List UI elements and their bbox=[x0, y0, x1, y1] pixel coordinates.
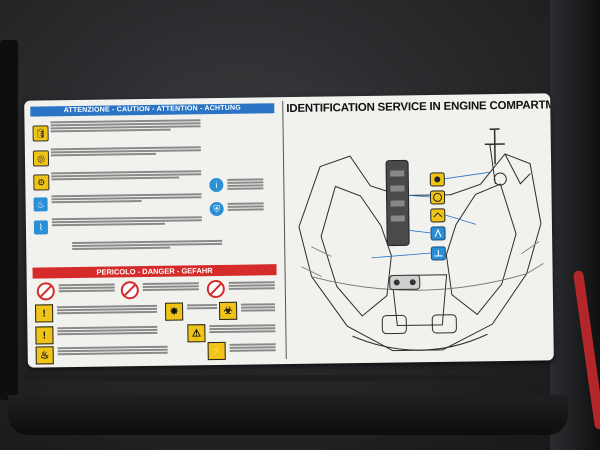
caution-row-washer: ⌇ bbox=[32, 214, 207, 240]
danger-text bbox=[187, 303, 218, 310]
caution-text bbox=[50, 145, 201, 157]
danger-text bbox=[57, 345, 168, 357]
danger-text bbox=[58, 282, 115, 293]
coolant-service-point-icon bbox=[430, 226, 446, 241]
corrosive-icon: ☣ bbox=[218, 301, 238, 320]
caution-text bbox=[51, 215, 202, 227]
gear-service-point-icon bbox=[430, 208, 446, 223]
caution-row-oil: 🛢 bbox=[30, 117, 205, 147]
no-flame-icon bbox=[36, 282, 55, 301]
danger-text bbox=[228, 280, 275, 291]
identification-title: IDENTIFICATION SERVICE IN ENGINE COMPART… bbox=[286, 98, 554, 116]
warning-icon: ! bbox=[35, 304, 54, 323]
battery-component bbox=[389, 274, 421, 291]
high-voltage-icon: ⚡ bbox=[207, 341, 226, 361]
cover-rib bbox=[0, 40, 18, 400]
danger-text bbox=[57, 325, 158, 336]
cover-ridge bbox=[20, 375, 540, 381]
no-smoking-icon bbox=[206, 279, 225, 299]
no-children-icon bbox=[120, 281, 139, 300]
danger-banner: PERICOLO - DANGER - GEFAHR bbox=[32, 264, 277, 279]
gear-icon: ⚙ bbox=[33, 174, 50, 191]
engine-component bbox=[385, 159, 410, 247]
section-divider bbox=[282, 101, 287, 360]
coolant-icon: ♨ bbox=[33, 197, 48, 212]
hot-surface-icon: ♨ bbox=[35, 346, 54, 365]
washer-service-point-icon bbox=[430, 246, 446, 261]
caution-text bbox=[51, 192, 202, 204]
oil-can-icon: 🛢 bbox=[32, 125, 49, 142]
engine-compartment-label: ATTENZIONE - CAUTION - ATTENTION - ACHTU… bbox=[24, 93, 554, 368]
steering-wheel-icon: ◎ bbox=[32, 150, 50, 167]
caution-side-text bbox=[227, 177, 264, 191]
danger-text bbox=[209, 323, 276, 334]
danger-text bbox=[142, 281, 199, 292]
danger-text bbox=[229, 342, 276, 353]
caution-text bbox=[72, 239, 223, 251]
info-icon: i bbox=[209, 177, 224, 193]
caution-text bbox=[50, 118, 201, 133]
safety-section: ATTENZIONE - CAUTION - ATTENTION - ACHTU… bbox=[28, 101, 282, 365]
washer-fluid-icon: ⌇ bbox=[33, 220, 49, 235]
caution-row-info bbox=[32, 238, 223, 264]
caution-text bbox=[51, 169, 202, 181]
caution-side-text bbox=[227, 201, 264, 212]
danger-text bbox=[57, 304, 158, 315]
cover-edge bbox=[8, 395, 568, 435]
high-pressure-icon: ⚠ bbox=[187, 324, 206, 343]
protection-icon: ⛨ bbox=[209, 201, 224, 217]
engine-compartment-diagram bbox=[298, 128, 544, 352]
danger-text bbox=[241, 302, 276, 312]
warning-icon: ! bbox=[35, 326, 54, 345]
oil-service-point-icon bbox=[429, 172, 445, 187]
steering-service-point-icon bbox=[429, 190, 446, 205]
explosive-icon: ✸ bbox=[164, 302, 184, 321]
service-leader-lines bbox=[371, 171, 491, 259]
caution-banner: ATTENZIONE - CAUTION - ATTENTION - ACHTU… bbox=[30, 103, 275, 117]
